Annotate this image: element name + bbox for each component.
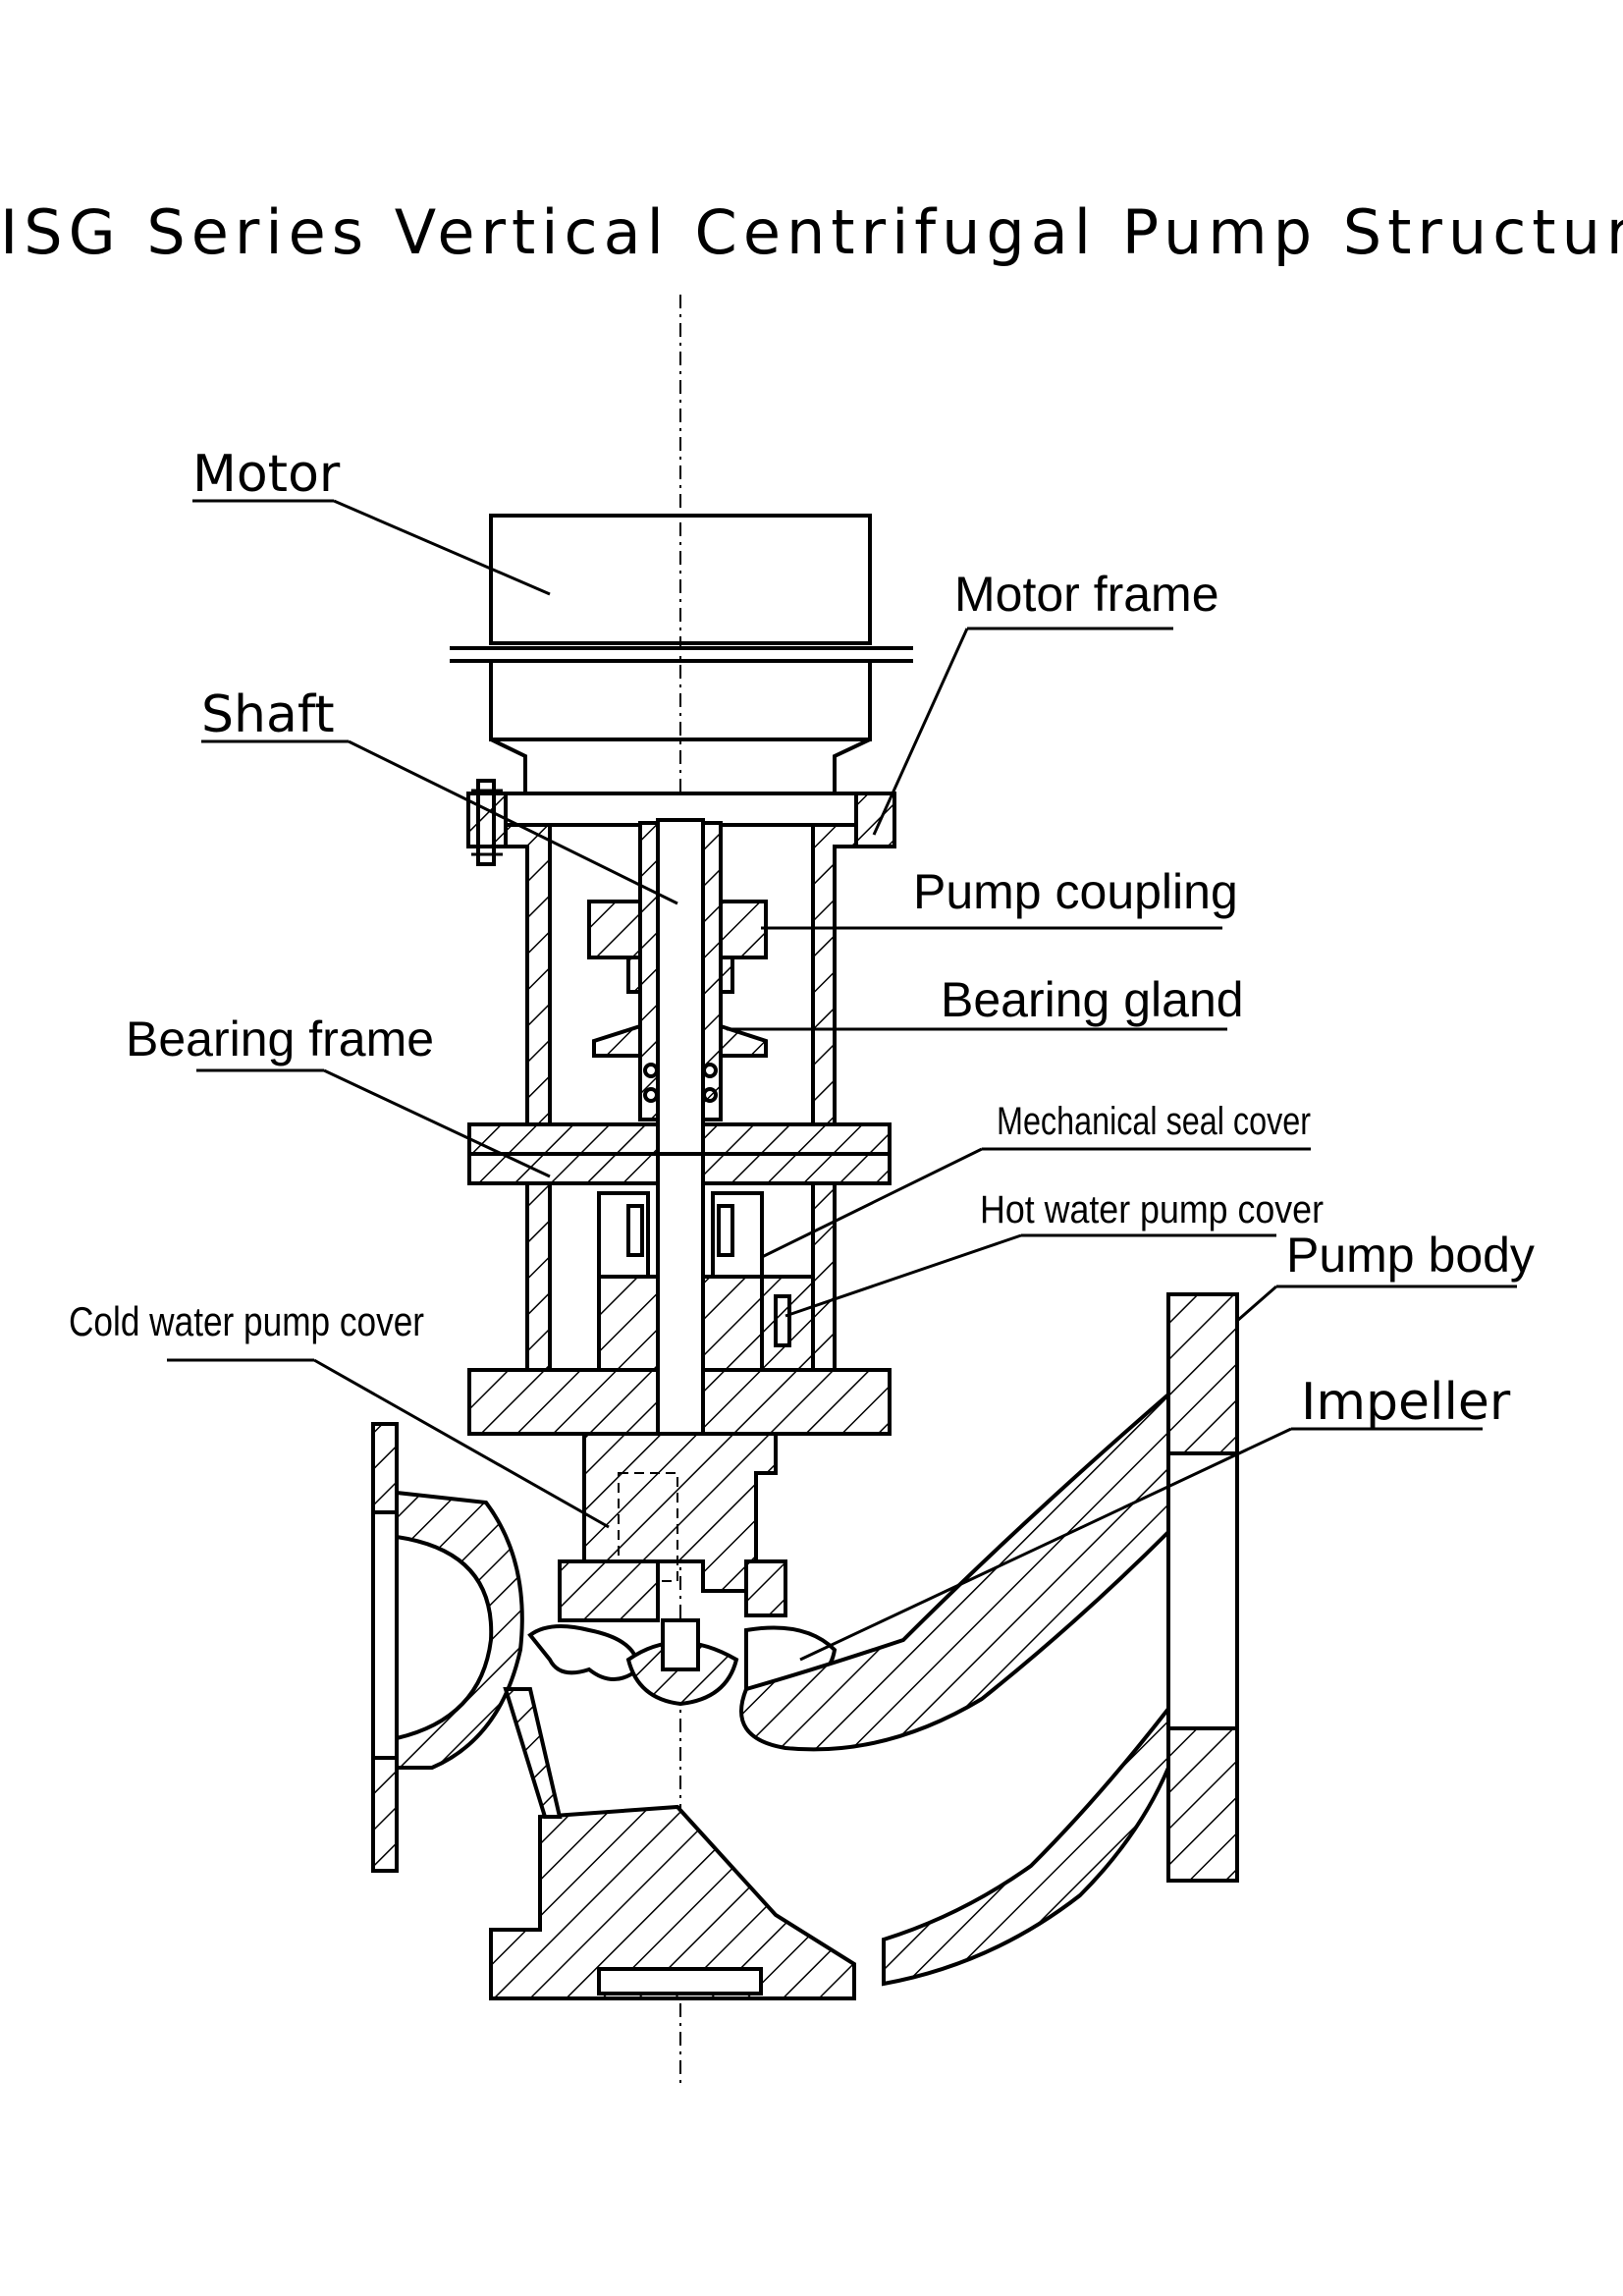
label-pump-coupling: Pump coupling (761, 864, 1238, 930)
motor-frame-part (466, 779, 896, 1126)
cold-water-pump-cover-part (558, 1432, 787, 1622)
svg-text:Cold water pump cover: Cold water pump cover (69, 1298, 424, 1344)
seal-housing-part (467, 1181, 892, 1436)
svg-text:Pump coupling: Pump coupling (913, 864, 1238, 919)
label-mechanical-seal-cover: Mechanical seal cover (761, 1100, 1311, 1259)
svg-text:Motor: Motor (192, 445, 341, 504)
label-cold-water-pump-cover: Cold water pump cover (69, 1298, 610, 1529)
svg-text:Hot water pump cover: Hot water pump cover (980, 1188, 1324, 1231)
svg-text:Bearing frame: Bearing frame (126, 1011, 434, 1066)
motor-part (450, 514, 913, 797)
pump-body-left (371, 1422, 524, 1873)
svg-text:Pump body: Pump body (1286, 1228, 1535, 1283)
diagram-title: ISG Series Vertical Centrifugal Pump Str… (0, 196, 1623, 268)
label-shaft: Shaft (201, 685, 678, 905)
label-impeller: Impeller (799, 1373, 1511, 1662)
label-pump-body: Pump body (1236, 1228, 1535, 1323)
pump-coupling-part (587, 900, 768, 994)
label-bearing-frame: Bearing frame (126, 1011, 551, 1178)
pump-base-part (489, 1687, 856, 2000)
svg-text:Motor frame: Motor frame (954, 567, 1219, 622)
bearing-gland-part (592, 1023, 768, 1103)
svg-text:Bearing gland: Bearing gland (941, 972, 1244, 1027)
svg-text:Impeller: Impeller (1301, 1373, 1511, 1432)
bearing-frame-part (467, 1122, 892, 1185)
label-hot-water-pump-cover: Hot water pump cover (784, 1188, 1324, 1318)
svg-text:Shaft: Shaft (201, 685, 335, 744)
label-motor: Motor (192, 445, 551, 596)
pump-body-right (739, 1292, 1239, 1987)
svg-text:Mechanical seal cover: Mechanical seal cover (997, 1100, 1311, 1143)
label-bearing-gland: Bearing gland (727, 972, 1244, 1031)
label-motor-frame: Motor frame (872, 567, 1219, 836)
